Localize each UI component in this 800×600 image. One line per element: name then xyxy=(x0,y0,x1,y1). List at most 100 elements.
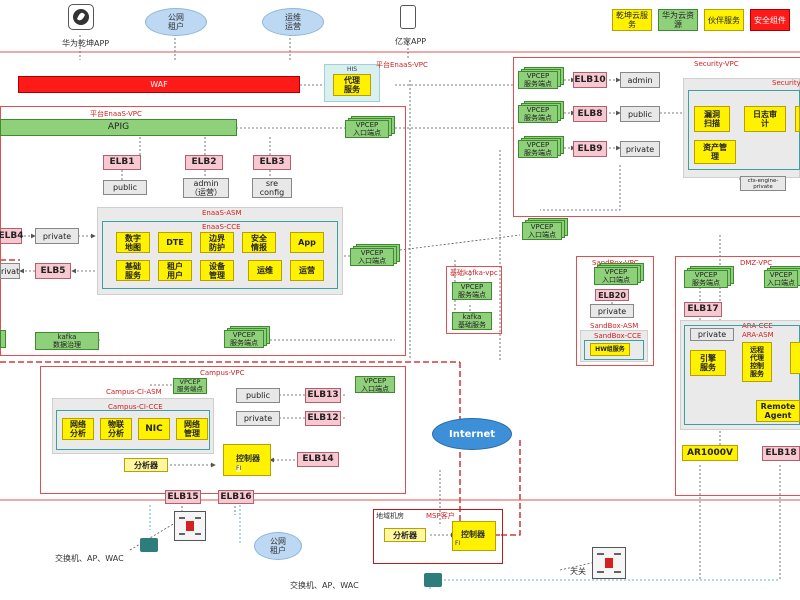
campus-cce-region xyxy=(56,410,210,450)
elb1: ELB1 xyxy=(103,155,141,170)
dmz-svc-edge xyxy=(790,342,800,374)
msp-label: MSP客户 xyxy=(426,512,455,520)
campus-vpc-label: Campus-VPC xyxy=(200,369,245,377)
site-label: 地域机房 xyxy=(376,512,404,520)
cts-engine-private: cts-engine- private xyxy=(740,176,786,191)
public-lb-pool: public xyxy=(103,180,147,195)
legend-label: 华为云资源 xyxy=(662,11,694,29)
elb15: ELB15 xyxy=(165,490,201,504)
enaas-vpc-label: 平台EnaaS-VPC xyxy=(90,110,142,118)
sandbox-vpcep: VPCEP 入口端点 xyxy=(594,267,638,285)
legend-label: 安全组件 xyxy=(754,15,786,25)
switch-icon-2 xyxy=(424,573,442,587)
proxy-small-label: HIS xyxy=(347,66,358,73)
service-ops: 运维 xyxy=(248,260,282,281)
vpcep-left-edge xyxy=(0,330,6,348)
apig-label: APIG xyxy=(107,122,130,132)
ara-cce-label: ARA-CCE xyxy=(742,322,773,330)
private-pool-2: private xyxy=(0,263,20,279)
huawei-app-icon xyxy=(68,4,94,30)
elb2: ELB2 xyxy=(185,155,223,170)
kafka-vpc-label: 基础kafka-vpc xyxy=(450,269,498,277)
sandbox-private-pool: private xyxy=(590,304,634,318)
yijia-app-label: 亿家APP xyxy=(395,37,427,46)
log-audit-service: 日志审 计 xyxy=(744,106,786,132)
firewall-icon-1 xyxy=(174,511,206,541)
remote-proxy-control: 远程 代理 控制 服务 xyxy=(742,342,772,382)
elb5: ELB5 xyxy=(35,263,71,279)
service-security-intel: 安全 情报 xyxy=(242,232,276,253)
msp-controller: 控制器 FI xyxy=(452,521,496,551)
msp-fi-label: FI xyxy=(455,540,461,547)
dmz-vpcep-service: VPCEP 服务端点 xyxy=(684,270,728,288)
sandbox-cce-label: SandBox-CCE xyxy=(594,332,642,340)
campus-vpcep-service: VPCEP 服务端点 xyxy=(173,378,207,394)
campus-asm-label: Campus-CI-ASM xyxy=(106,388,162,396)
service-tenant-user: 租户 用户 xyxy=(158,260,192,281)
sandbox-asm-label: SandBox-ASM xyxy=(590,322,639,330)
campus-analyzer: 分析器 xyxy=(124,458,168,472)
security-vpcep-entry: VPCEP 入口端点 xyxy=(522,222,562,240)
security-public-pool: public xyxy=(620,106,660,122)
elb14: ELB14 xyxy=(297,452,339,467)
bottom-public-tenant-cloud: 公网 租户 xyxy=(254,532,302,560)
legend-security: 安全组件 xyxy=(750,9,790,31)
dotted-line-label: 天关 xyxy=(570,567,586,576)
legend-partner-service: 伙伴服务 xyxy=(704,9,744,31)
service-operation: 运营 xyxy=(290,260,324,281)
security-vpcep-2: VPCEP 服务端点 xyxy=(518,105,558,123)
sandbox-vpc-region xyxy=(576,256,654,366)
campus-controller-label: 控制器 xyxy=(236,454,260,463)
msp-region xyxy=(373,509,503,564)
kafka-vpcep: VPCEP 服务端点 xyxy=(452,282,492,300)
campus-iot-analysis: 物联 分析 xyxy=(100,418,132,440)
internet-cloud: Internet xyxy=(432,418,512,450)
elb18: ELB18 xyxy=(762,446,800,461)
legend-label: 乾坤云服务 xyxy=(616,11,648,29)
legend-partner-cloud: 乾坤云服务 xyxy=(612,9,652,31)
campus-controller: 控制器 FI xyxy=(223,444,271,476)
msp-analyzer: 分析器 xyxy=(384,528,426,542)
security-vpcep-1: VPCEP 服务端点 xyxy=(518,71,558,89)
service-dte: DTE xyxy=(158,232,192,253)
vuln-scan-service: 漏洞 扫描 xyxy=(694,106,730,132)
security-admin-pool: admin xyxy=(620,72,660,88)
campus-fi-label: FI xyxy=(236,465,242,472)
elb10: ELB10 xyxy=(573,72,607,88)
security-vpcep-3: VPCEP 服务端点 xyxy=(518,140,558,158)
sandbox-service: HW组服务 xyxy=(590,343,630,356)
dmz-vpc-label: DMZ-VPC xyxy=(740,259,773,267)
vpcep-service-mid: VPCEP 服务端点 xyxy=(224,330,264,348)
vpcep-entry-top: VPCEP 入口端点 xyxy=(345,120,389,138)
sandbox-cce-region xyxy=(584,340,644,360)
remote-agent: Remote Agent xyxy=(756,400,800,422)
switch-icon-1 xyxy=(140,538,158,552)
dmz-vpcep-entry: VPCEP 入口端点 xyxy=(764,270,798,288)
security-private-pool: private xyxy=(620,141,660,157)
service-boundary: 边界 防护 xyxy=(200,232,234,253)
legend-huawei-cloud: 华为云资源 xyxy=(658,9,698,31)
dmz-private-pool: private xyxy=(690,328,734,341)
proxy-service: 代理 服务 xyxy=(333,74,371,96)
enaas-cce-region xyxy=(102,221,338,289)
elb8: ELB8 xyxy=(573,106,607,122)
elb3: ELB3 xyxy=(253,155,291,170)
campus-network-mgmt: 网络 管理 xyxy=(176,418,208,440)
elb12: ELB12 xyxy=(305,411,341,426)
firewall-icon-2 xyxy=(592,547,626,579)
kafka-base-service: kafka 基础服务 xyxy=(452,312,492,330)
service-base: 基础 服务 xyxy=(116,260,150,281)
apig-bar: APIG xyxy=(0,119,237,136)
campus-vpcep-entry: VPCEP 入口端点 xyxy=(355,376,395,393)
campus-public-pool: public xyxy=(236,388,280,403)
legend-label: 伙伴服务 xyxy=(708,15,740,25)
enaas-cce-label: EnaaS-CCE xyxy=(202,223,241,231)
elb20: ELB20 xyxy=(595,289,629,301)
phone-icon xyxy=(400,5,416,29)
switch-label-2: 交换机、AP、WAC xyxy=(290,581,359,590)
campus-nic: NIC xyxy=(138,418,170,440)
kafka-data-governance: kafka 数据治理 xyxy=(35,332,99,350)
ara-asm-label: ARA-ASM xyxy=(742,331,774,339)
private-pool-1: private xyxy=(35,228,79,244)
enaas-asm-label: EnaaS-ASM xyxy=(202,209,242,217)
